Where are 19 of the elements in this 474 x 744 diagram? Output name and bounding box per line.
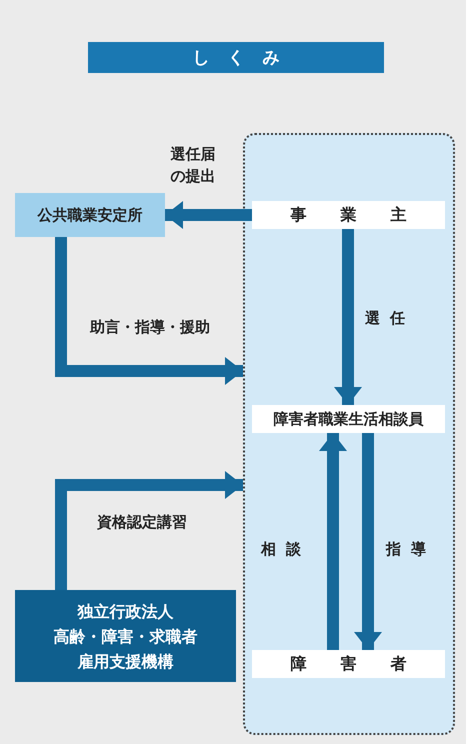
arrow — [334, 229, 362, 405]
role-box: 障害者 — [252, 650, 445, 678]
arrow — [354, 433, 382, 650]
arrow — [319, 433, 347, 650]
office-box: 公共職業安定所 — [15, 193, 165, 237]
role-box: 障害者職業生活相談員 — [252, 405, 445, 433]
edge-label: 指導 — [384, 539, 437, 560]
edge-label: 資格認定講習 — [96, 512, 188, 533]
organization-box: 独立行政法人高齢・障害・求職者雇用支援機構 — [15, 590, 236, 682]
arrow — [55, 237, 243, 385]
title-banner: しくみ — [88, 42, 384, 73]
edge-label: 選任 — [364, 308, 416, 329]
arrow — [165, 201, 252, 229]
arrow — [55, 471, 243, 590]
edge-label: 選任届の提出 — [170, 144, 216, 187]
dotted-region — [243, 133, 455, 735]
edge-label: 助言・指導・援助 — [88, 317, 211, 338]
edge-label: 相談 — [260, 539, 312, 560]
role-box: 事業主 — [252, 201, 445, 229]
